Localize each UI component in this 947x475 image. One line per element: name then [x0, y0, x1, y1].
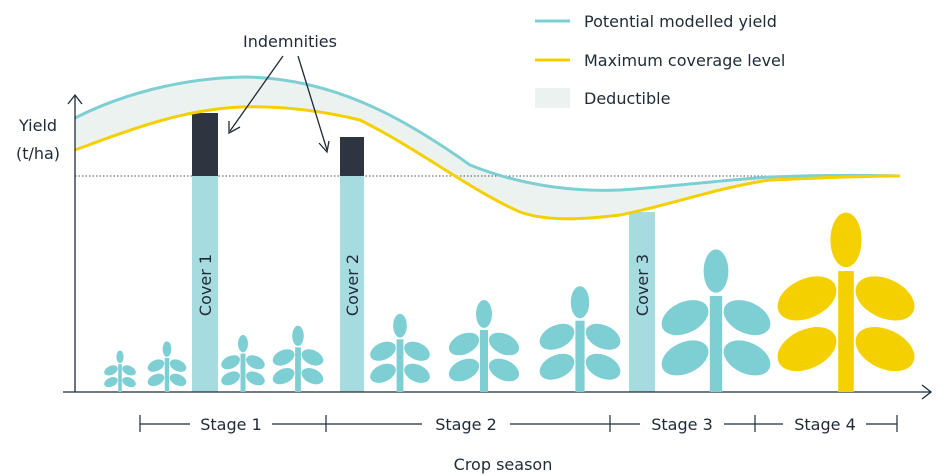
- plant-7: [539, 286, 621, 392]
- cover-3-bar: [629, 212, 655, 392]
- plant-8: [661, 249, 771, 392]
- indemnity-arrowhead-2: [318, 140, 330, 154]
- indemnity-1-bar: [192, 113, 218, 176]
- stage-2-label: Stage 2: [435, 415, 497, 434]
- cover-1-bar: [192, 176, 218, 392]
- cover-1-label: Cover 1: [196, 254, 215, 316]
- stage-1-label: Stage 1: [200, 415, 262, 434]
- indemnity-arrowhead-1: [228, 121, 241, 135]
- deductible-band: [75, 77, 900, 219]
- y-axis-label-line1: Yield: [18, 116, 57, 135]
- plant-4: [272, 325, 324, 392]
- indemnities-label: Indemnities: [243, 32, 337, 51]
- legend: Potential modelled yield Maximum coverag…: [535, 12, 785, 108]
- indemnity-arrow-2: [297, 55, 328, 151]
- plant-2: [147, 341, 187, 392]
- legend-label-deductible: Deductible: [584, 89, 670, 108]
- indemnity-arrow-1: [229, 55, 284, 132]
- stage-4-label: Stage 4: [794, 415, 856, 434]
- max-coverage-curve: [74, 105, 901, 221]
- cover-3-label: Cover 3: [633, 254, 652, 316]
- stage-3-label: Stage 3: [651, 415, 713, 434]
- y-axis-label-line2: (t/ha): [16, 144, 60, 163]
- legend-label-max-coverage: Maximum coverage level: [584, 51, 785, 70]
- cover-2-bar: [340, 176, 364, 392]
- plant-3: [221, 334, 265, 392]
- x-axis-arrow: [921, 384, 933, 400]
- plant-1: [104, 350, 136, 392]
- cover-2-label: Cover 2: [343, 254, 362, 316]
- x-axis-label: Crop season: [454, 455, 553, 474]
- y-axis-arrow: [67, 93, 83, 105]
- stage-timeline: [139, 415, 898, 432]
- indemnity-2-bar: [340, 137, 364, 176]
- legend-label-potential-yield: Potential modelled yield: [584, 12, 777, 31]
- plant-5: [370, 313, 430, 392]
- plant-6: [448, 300, 520, 392]
- plant-9-yellow: [777, 212, 915, 392]
- plants: [104, 212, 915, 392]
- legend-swatch-deductible: [535, 88, 570, 108]
- potential-yield-curve: [74, 75, 901, 192]
